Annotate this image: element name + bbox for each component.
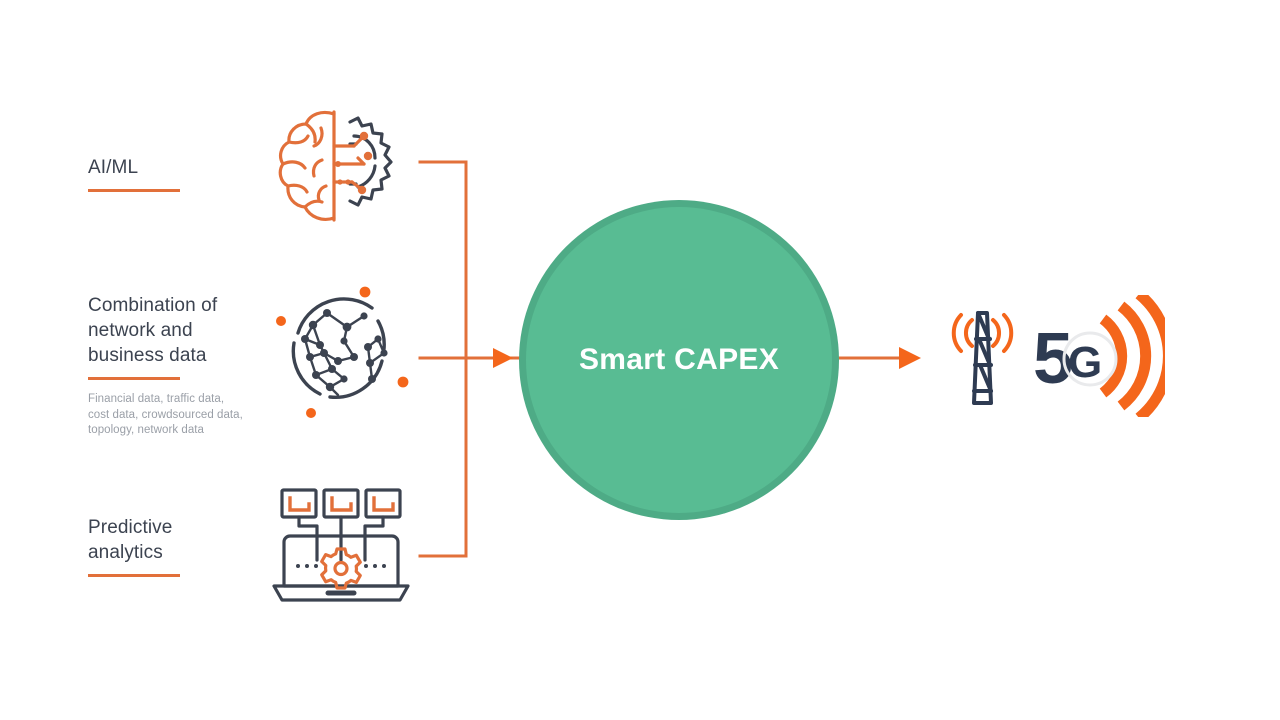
predictive-analytics-laptop-icon xyxy=(268,482,414,614)
smart-capex-disc: Smart CAPEX xyxy=(526,207,832,513)
smart-capex-label: Smart CAPEX xyxy=(578,343,780,376)
smart-capex-node: Smart CAPEX xyxy=(519,200,839,520)
input-title-predictive: Predictive analytics xyxy=(88,517,173,563)
input-label-predictive: Predictive analytics xyxy=(88,515,180,577)
connector-aiml xyxy=(418,160,468,360)
arrowhead-into-smart-capex xyxy=(493,348,513,368)
input-underline-combination xyxy=(88,377,180,380)
brain-gear-icon xyxy=(272,98,412,234)
arrowhead-to-5g xyxy=(899,347,921,369)
input-title-combination: Combination of network and business data xyxy=(88,295,218,366)
accent-dots xyxy=(276,286,409,418)
connector-predictive xyxy=(418,356,468,558)
input-label-ai-ml: AI/ML xyxy=(88,155,180,192)
input-underline-predictive xyxy=(88,574,180,577)
input-title-ai-ml: AI/ML xyxy=(88,157,139,178)
input-label-combination: Combination of network and business data… xyxy=(88,293,243,439)
input-underline-ai-ml xyxy=(88,189,180,192)
network-globe-icon xyxy=(272,283,412,423)
svg-text:5: 5 xyxy=(1033,319,1073,399)
input-subtitle-combination: Financial data, traffic data, cost data,… xyxy=(88,393,243,436)
5g-tower-icon: 5 G xyxy=(935,289,1174,423)
